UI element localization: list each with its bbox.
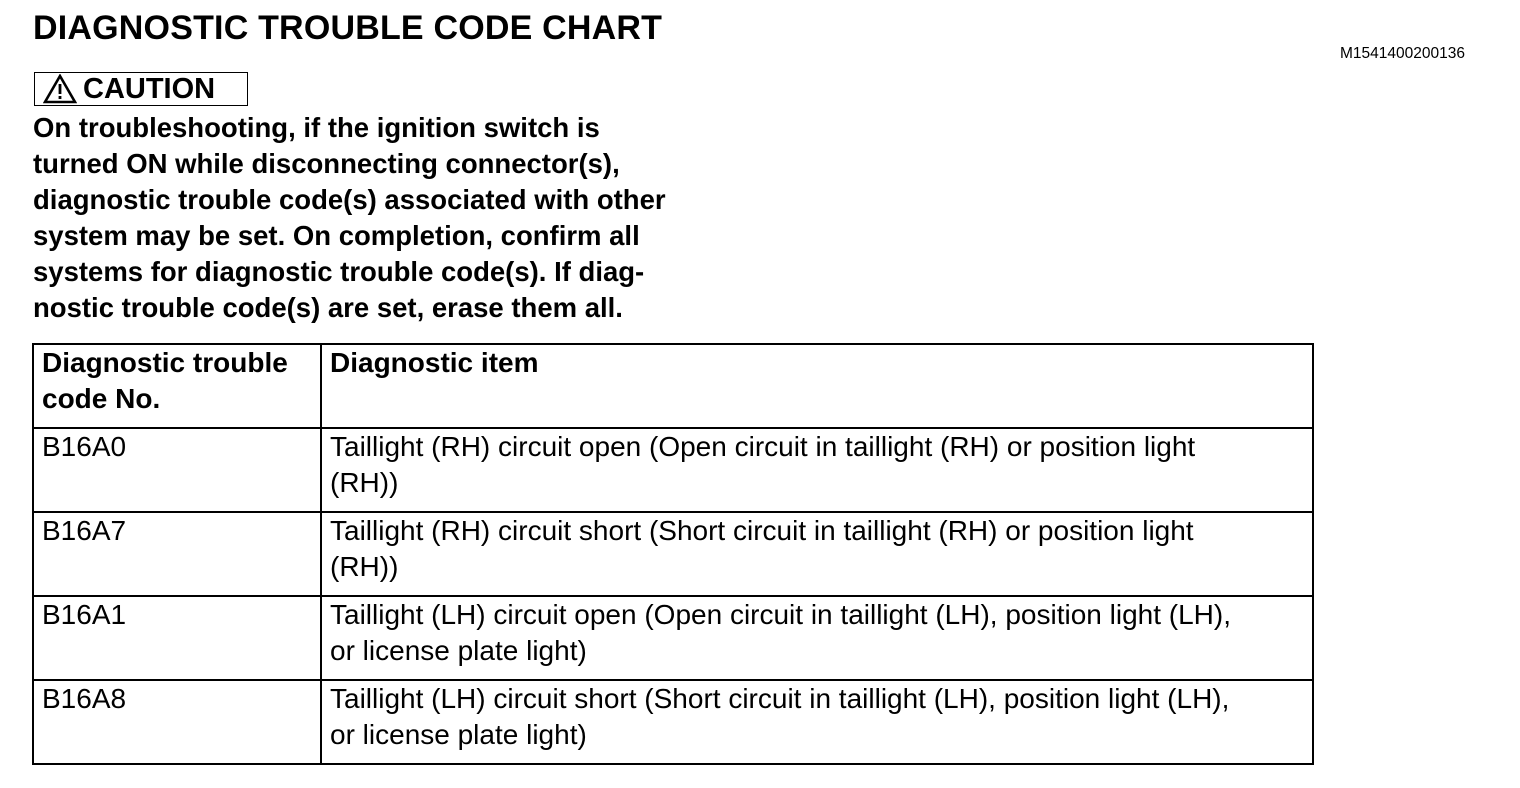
dtc-code-cell: B16A0: [32, 427, 322, 513]
header-code-line: code No.: [42, 383, 161, 414]
table-row: B16A0 Taillight (RH) circuit open (Open …: [32, 427, 1314, 513]
table-row: B16A8 Taillight (LH) circuit short (Shor…: [32, 679, 1314, 765]
item-line: Taillight (RH) circuit open (Open circui…: [330, 431, 1196, 462]
item-line: (RH)): [330, 467, 399, 498]
item-line: Taillight (LH) circuit open (Open circui…: [330, 599, 1232, 630]
item-line: (RH)): [330, 551, 399, 582]
caution-line: system may be set. On completion, confir…: [33, 220, 640, 251]
table-header-row: Diagnostic trouble code No. Diagnostic i…: [32, 343, 1314, 429]
table-row: B16A7 Taillight (RH) circuit short (Shor…: [32, 511, 1314, 597]
caution-line: On troubleshooting, if the ignition swit…: [33, 112, 600, 143]
diagnostic-item-cell: Taillight (RH) circuit short (Short circ…: [320, 511, 1314, 597]
dtc-table: Diagnostic trouble code No. Diagnostic i…: [32, 343, 1314, 765]
header-code-no: Diagnostic trouble code No.: [32, 343, 322, 429]
caution-label: CAUTION: [83, 72, 216, 105]
warning-triangle-icon: [43, 74, 77, 104]
caution-line: turned ON while disconnecting connector(…: [33, 148, 620, 179]
dtc-code-cell: B16A8: [32, 679, 322, 765]
dtc-code-cell: B16A1: [32, 595, 322, 681]
dtc-code-cell: B16A7: [32, 511, 322, 597]
header-code-line: Diagnostic trouble: [42, 347, 288, 378]
table-row: B16A1 Taillight (LH) circuit open (Open …: [32, 595, 1314, 681]
caution-line: nostic trouble code(s) are set, erase th…: [33, 292, 623, 323]
diagnostic-item-cell: Taillight (LH) circuit open (Open circui…: [320, 595, 1314, 681]
document-id: M1541400200136: [1340, 45, 1465, 62]
item-line: or license plate light): [330, 719, 587, 750]
item-line: Taillight (LH) circuit short (Short circ…: [330, 683, 1230, 714]
item-line: or license plate light): [330, 635, 587, 666]
caution-line: diagnostic trouble code(s) associated wi…: [33, 184, 666, 215]
caution-label-box: CAUTION: [34, 72, 248, 106]
diagnostic-item-cell: Taillight (RH) circuit open (Open circui…: [320, 427, 1314, 513]
caution-text: On troubleshooting, if the ignition swit…: [33, 110, 753, 326]
header-diagnostic-item: Diagnostic item: [320, 343, 1314, 429]
diagnostic-item-cell: Taillight (LH) circuit short (Short circ…: [320, 679, 1314, 765]
item-line: Taillight (RH) circuit short (Short circ…: [330, 515, 1194, 546]
caution-line: systems for diagnostic trouble code(s). …: [33, 256, 645, 287]
page-title: DIAGNOSTIC TROUBLE CODE CHART: [33, 9, 663, 47]
